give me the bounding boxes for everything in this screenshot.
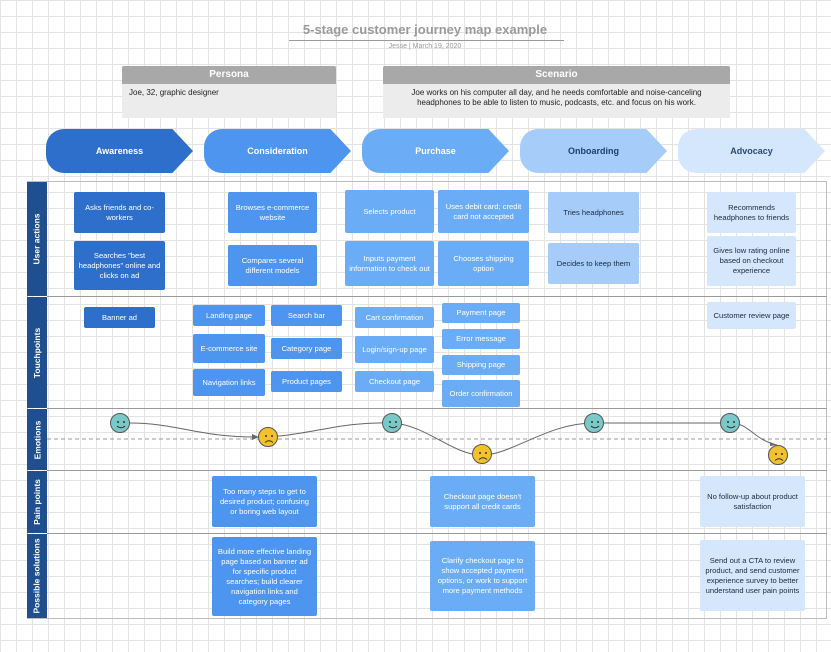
action-note: Gives low rating online based on checkou… xyxy=(707,236,796,286)
pain-point-note: Too many steps to get to desired product… xyxy=(212,476,317,527)
touchpoint-note: Order confirmation xyxy=(442,380,520,407)
touchpoint-note: Landing page xyxy=(193,305,265,326)
touchpoint-note: Checkout page xyxy=(355,371,434,392)
touchpoint-note: Shipping page xyxy=(442,355,520,375)
action-note: Recommends headphones to friends xyxy=(707,192,796,233)
emotion-curve xyxy=(47,420,827,458)
happy-face-icon xyxy=(110,413,130,433)
lane-divider xyxy=(47,408,827,409)
lane-label-pain-points: Pain points xyxy=(27,471,47,533)
happy-face-icon xyxy=(720,413,740,433)
touchpoint-note: Cart confirmation xyxy=(355,307,434,328)
title-underline xyxy=(289,40,564,41)
stage-purchase: Purchase xyxy=(362,129,509,173)
stage-onboarding: Onboarding xyxy=(520,129,667,173)
scenario-text: Joe works on his computer all day, and h… xyxy=(383,84,730,118)
touchpoint-note: Product pages xyxy=(271,371,342,392)
persona-text: Joe, 32, graphic designer xyxy=(122,84,336,118)
action-note: Browses e-commerce website xyxy=(228,192,317,233)
action-note: Chooses shipping option xyxy=(438,241,529,286)
lane-label-user-actions: User actions xyxy=(27,182,47,296)
touchpoint-note: Category page xyxy=(271,338,342,359)
happy-face-icon xyxy=(584,413,604,433)
touchpoint-note: Search bar xyxy=(271,305,342,326)
solution-note: Clarify checkout page to show accepted p… xyxy=(430,541,535,611)
stage-advocacy: Advocacy xyxy=(678,129,825,173)
action-note: Tries headphones xyxy=(548,192,639,233)
lane-label-possible-solutions: Possible solutions xyxy=(27,534,47,618)
sad-face-icon xyxy=(768,445,788,465)
sad-face-icon xyxy=(258,427,278,447)
lane-label-emotions: Emotions xyxy=(27,409,47,470)
page-title: 5-stage customer journey map example xyxy=(302,22,548,37)
touchpoint-note: Customer review page xyxy=(707,302,796,329)
pain-point-note: No follow-up about product satisfaction xyxy=(700,476,805,527)
happy-face-icon xyxy=(382,413,402,433)
persona-header: Persona xyxy=(122,66,336,84)
action-note: Inputs payment information to check out xyxy=(345,241,434,286)
solution-note: Build more effective landing page based … xyxy=(212,537,317,616)
stage-awareness: Awareness xyxy=(46,129,193,173)
touchpoint-note: Banner ad xyxy=(84,307,155,328)
sad-face-icon xyxy=(472,444,492,464)
action-note: Uses debit card; credit card not accepte… xyxy=(438,190,529,233)
page-subtitle: Jesse | March 19, 2020 xyxy=(388,43,462,50)
touchpoint-note: Error message xyxy=(442,329,520,349)
touchpoint-note: Payment page xyxy=(442,303,520,323)
lane-divider xyxy=(47,533,827,534)
lane-divider xyxy=(47,470,827,471)
lane-divider xyxy=(47,296,827,297)
action-note: Selects product xyxy=(345,190,434,233)
stage-consideration: Consideration xyxy=(204,129,351,173)
action-note: Decides to keep them xyxy=(548,243,639,284)
action-note: Compares several different models xyxy=(228,245,317,286)
pain-point-note: Checkout page doesn't support all credit… xyxy=(430,476,535,527)
scenario-header: Scenario xyxy=(383,66,730,84)
touchpoint-note: E-commerce site xyxy=(193,334,265,363)
action-note: Searches "best headphones" online and cl… xyxy=(74,241,165,290)
solution-note: Send out a CTA to review product, and se… xyxy=(700,540,805,611)
lane-label-touchpoints: Touchpoints xyxy=(27,297,47,408)
touchpoint-note: Navigation links xyxy=(193,369,265,396)
touchpoint-note: Login/sign-up page xyxy=(355,336,434,363)
action-note: Asks friends and co-workers xyxy=(74,192,165,233)
